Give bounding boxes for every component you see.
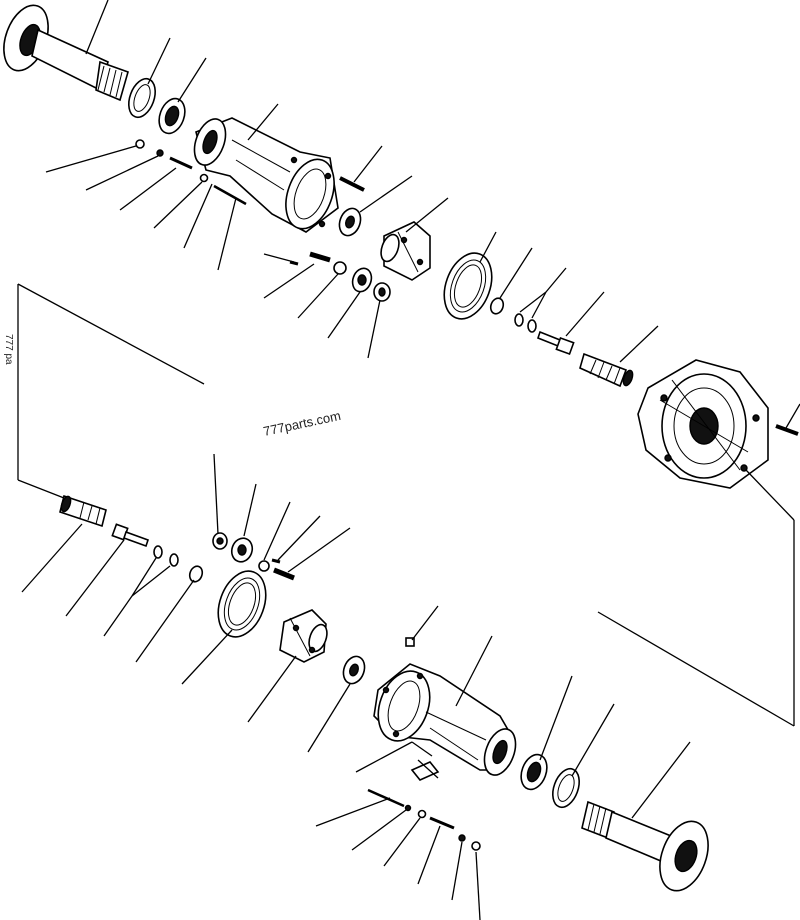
- lower-nut-icon: [404, 804, 412, 812]
- upper-axle-shaft: [3, 4, 129, 102]
- lower-pinion-shaft: [59, 494, 107, 528]
- lower-flat-washer-icon: [169, 553, 179, 567]
- lower-side-gear: [212, 532, 228, 550]
- pinion-gear: [351, 267, 373, 293]
- lower-ring-gear: [217, 570, 267, 638]
- lower-pinion-gear: [230, 537, 254, 563]
- side-gear: [373, 282, 391, 302]
- small-pin-icon: [289, 260, 299, 266]
- flat-washer-icon: [527, 319, 537, 333]
- lower-spacer-washer: [188, 565, 204, 583]
- watermark: 777parts.com: [262, 408, 342, 439]
- pin-icon: [213, 184, 247, 206]
- lower-nut-2-icon: [458, 834, 466, 842]
- upper-seal-ring: [128, 77, 156, 119]
- lower-hex-bolt-icon: [111, 523, 150, 548]
- nut-icon: [156, 149, 164, 157]
- carrier-stud-icon: [775, 424, 799, 436]
- upper-pinion-shaft: [579, 352, 634, 388]
- lower-cross-pin-icon: [273, 567, 295, 581]
- lower-washer-icon: [417, 809, 427, 819]
- hex-bolt-icon: [537, 330, 575, 356]
- side-page-reference: 777 pa: [3, 334, 14, 365]
- bolt-head-icon: [135, 139, 145, 149]
- lower-differential-case: [279, 609, 328, 663]
- stud-bolt-icon: [169, 156, 193, 170]
- washer-icon: [199, 173, 209, 183]
- cross-pin-icon: [309, 251, 331, 263]
- breather-plug-icon: [405, 637, 415, 647]
- thrust-washer-icon: [333, 261, 347, 275]
- lower-lock-washer-icon: [153, 545, 163, 559]
- lower-axle-shaft: [581, 800, 709, 892]
- drain-bolt-icon: [410, 759, 440, 781]
- upper-axle-housing: [193, 117, 339, 233]
- lower-axle-housing: [373, 663, 517, 776]
- lock-washer-icon: [514, 313, 524, 327]
- lower-bearing: [520, 753, 548, 791]
- upper-differential-case: [380, 221, 431, 281]
- lower-seal-ring: [552, 767, 580, 809]
- lower-pin-icon: [367, 788, 405, 808]
- leader-lines: [17, 0, 800, 920]
- lower-small-pin-icon: [271, 558, 281, 564]
- dowel-pin-icon: [339, 176, 365, 192]
- lower-stud-bolt-icon: [429, 816, 455, 830]
- center-carrier-housing: [637, 359, 769, 489]
- lower-thrust-washer-icon: [258, 560, 270, 572]
- lower-bolt-head-icon: [471, 841, 481, 851]
- spacer-washer: [489, 297, 505, 315]
- upper-bearing: [158, 97, 186, 135]
- upper-ring-gear: [443, 252, 493, 320]
